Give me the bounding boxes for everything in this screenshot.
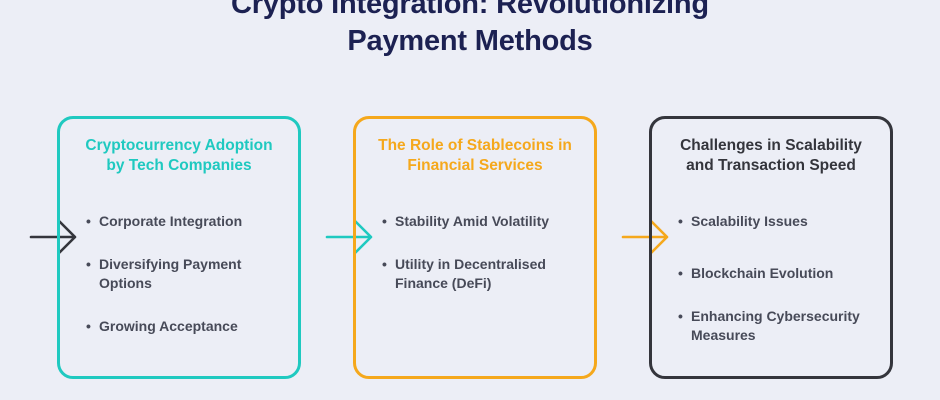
card-title: The Role of Stablecoins in Financial Ser…: [356, 136, 594, 176]
bullet-text: Blockchain Evolution: [691, 265, 834, 281]
bullet-text-cont: Measures: [691, 327, 756, 343]
right-arrow-icon: [325, 217, 377, 257]
diagram-title: Crypto Integration: Revolutionizing Paym…: [0, 0, 940, 60]
bullet-text-cont: Finance (DeFi): [395, 275, 492, 291]
bullet-dot: •: [86, 256, 91, 272]
bullet-dot: •: [678, 213, 683, 229]
list-item: • Blockchain Evolution: [676, 264, 876, 283]
card-crypto-adoption: Cryptocurrency Adoption by Tech Companie…: [57, 116, 301, 379]
bullet-dot: •: [382, 213, 387, 229]
bullet-dot: •: [86, 213, 91, 229]
card-title-line-2: Financial Services: [407, 157, 543, 174]
bullet-dot: •: [678, 265, 683, 281]
card-title-line-1: Challenges in Scalability: [680, 137, 862, 154]
arrow-1-path: [29, 219, 77, 255]
title-line-2: Payment Methods: [347, 25, 593, 57]
list-item: • Stability Amid Volatility: [380, 212, 580, 231]
bullet-text: Diversifying Payment: [99, 256, 242, 272]
list-item: • Enhancing Cybersecurity Measures: [676, 307, 876, 345]
bullet-text: Scalability Issues: [691, 213, 808, 229]
card-title-line-1: The Role of Stablecoins in: [378, 137, 572, 154]
card-title: Challenges in Scalability and Transactio…: [652, 136, 890, 176]
arrow-2-path: [325, 219, 373, 255]
bullet-dot: •: [678, 308, 683, 324]
card-title-line-1: Cryptocurrency Adoption: [85, 137, 273, 154]
right-arrow-icon: [29, 217, 81, 257]
list-item: • Corporate Integration: [84, 212, 284, 231]
list-item: • Utility in Decentralised Finance (DeFi…: [380, 255, 580, 293]
card-title-line-2: and Transaction Speed: [686, 157, 856, 174]
bullet-text-cont: Options: [99, 275, 152, 291]
bullet-text: Growing Acceptance: [99, 318, 238, 334]
card-title-line-2: by Tech Companies: [106, 157, 252, 174]
bullet-text: Stability Amid Volatility: [395, 213, 550, 229]
bullet-text: Enhancing Cybersecurity: [691, 308, 860, 324]
bullet-dot: •: [86, 318, 91, 334]
list-item: • Diversifying Payment Options: [84, 255, 284, 293]
card-stablecoins: The Role of Stablecoins in Financial Ser…: [353, 116, 597, 379]
bullet-text: Utility in Decentralised: [395, 256, 546, 272]
right-arrow-icon: [621, 217, 673, 257]
bullet-text: Corporate Integration: [99, 213, 243, 229]
bullet-dot: •: [382, 256, 387, 272]
card-scalability-challenges: Challenges in Scalability and Transactio…: [649, 116, 893, 379]
arrow-3-path: [621, 219, 669, 255]
list-item: • Growing Acceptance: [84, 317, 284, 336]
card-title: Cryptocurrency Adoption by Tech Companie…: [60, 136, 298, 176]
list-item: • Scalability Issues: [676, 212, 876, 231]
title-line-1: Crypto Integration: Revolutionizing: [231, 0, 709, 20]
